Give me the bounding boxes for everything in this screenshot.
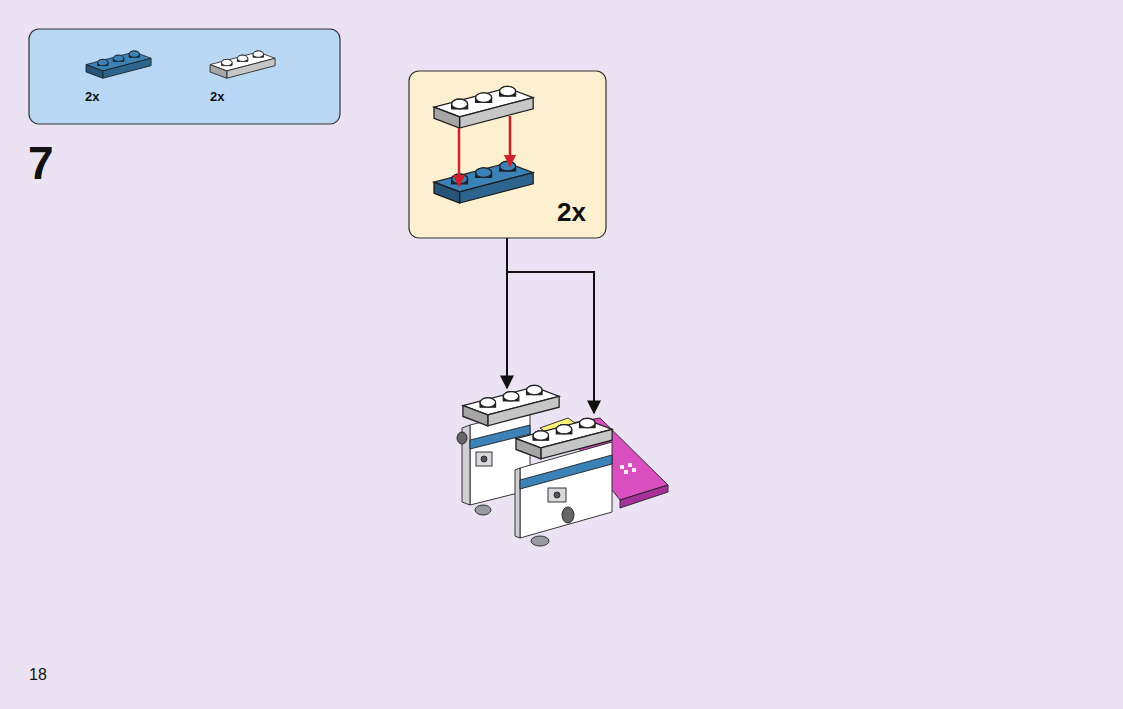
subassembly-callout: 2x [409,71,606,238]
quantity-label: 2x [557,199,586,225]
parts-list-box: 2x 2x [29,29,340,124]
quantity-label: 2x [210,90,224,103]
step-number: 7 [28,140,54,186]
page-number: 18 [29,667,47,683]
quantity-label: 2x [85,90,99,103]
